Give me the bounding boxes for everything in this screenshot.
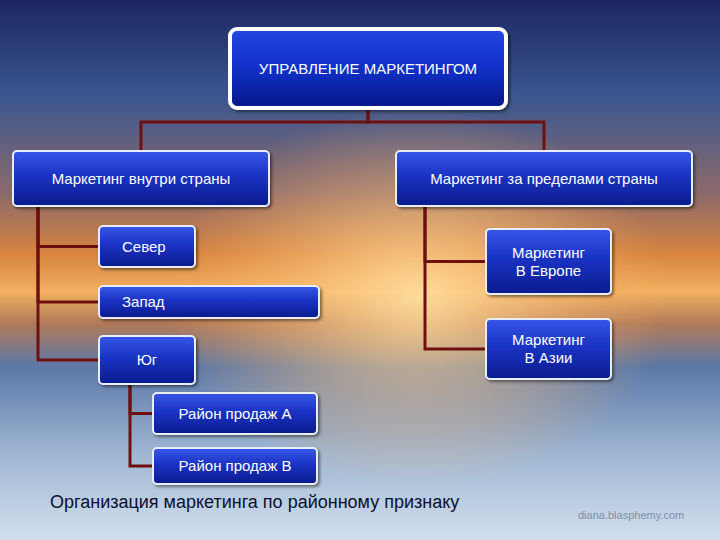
tree-connector	[38, 207, 98, 247]
sales-area-box: Район продаж А	[152, 392, 318, 435]
box-label: Юг	[137, 351, 158, 369]
tree-connector	[38, 207, 98, 302]
sales-area-box: Район продаж В	[152, 447, 318, 485]
box-label: Запад	[122, 293, 165, 311]
box-label: Район продаж В	[179, 457, 292, 475]
region-box: Запад	[98, 285, 320, 319]
branch-box: Маркетинг за пределами страны	[395, 150, 693, 207]
box-label: Район продаж А	[179, 405, 292, 423]
tree-connector	[130, 385, 152, 414]
branch-box: Маркетинг внутри страны	[12, 150, 270, 207]
tree-connector	[141, 110, 368, 150]
region-box: Маркетинг В Европе	[485, 228, 612, 295]
watermark: diana.blasphemy.com	[578, 509, 684, 521]
tree-connector	[425, 207, 485, 262]
box-label: Маркетинг В Европе	[505, 244, 592, 280]
box-label: Маркетинг за пределами страны	[430, 170, 658, 188]
caption: Организация маркетинга по районному приз…	[50, 492, 459, 513]
box-label: Маркетинг внутри страны	[52, 170, 231, 188]
region-box: Маркетинг В Азии	[485, 318, 612, 380]
root-box: УПРАВЛЕНИЕ МАРКЕТИНГОМ	[228, 27, 508, 110]
region-box: Юг	[98, 335, 196, 385]
tree-connector	[130, 385, 152, 466]
box-label: Север	[122, 238, 166, 256]
tree-connector	[368, 110, 544, 150]
box-label: Маркетинг В Азии	[505, 331, 592, 367]
tree-connector	[38, 207, 98, 360]
region-box: Север	[98, 225, 196, 268]
tree-connector	[425, 207, 485, 349]
box-label: УПРАВЛЕНИЕ МАРКЕТИНГОМ	[259, 60, 477, 78]
